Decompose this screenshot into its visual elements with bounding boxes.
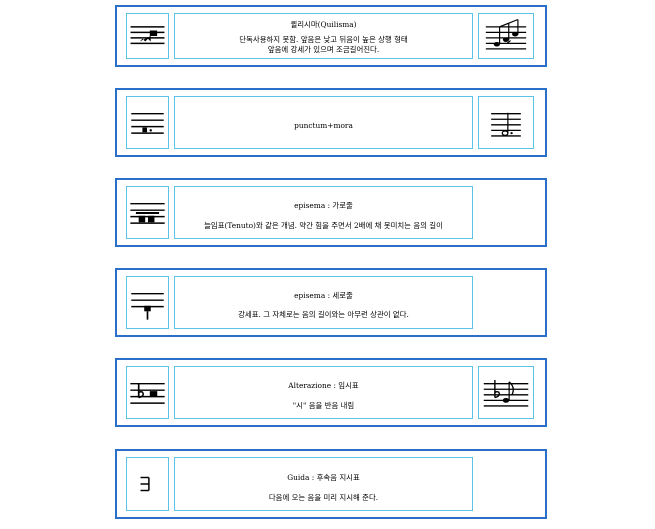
row-punctum-mora: punctum+mora bbox=[115, 88, 547, 157]
description-cell: episema : 세로줄 강세표. 그 자체로는 음의 길이와는 아무런 상관… bbox=[174, 276, 473, 329]
row-episema-vertical: episema : 세로줄 강세표. 그 자체로는 음의 길이와는 아무런 상관… bbox=[115, 268, 547, 337]
row-desc-line1: 늘임표(Tenuto)와 같은 개념. 약간 힘을 주면서 2배에 채 못미치는… bbox=[204, 221, 443, 230]
dotted-note-icon bbox=[491, 112, 521, 137]
left-icon-cell bbox=[126, 96, 169, 149]
horizontal-episema-neume-icon bbox=[130, 202, 165, 224]
row-alterazione: Alterazione : 임시표 "시" 음을 반음 내림 bbox=[115, 358, 547, 427]
row-desc-line1: 강세표. 그 자체로는 음의 길이와는 아무런 상관이 없다. bbox=[238, 310, 409, 319]
row-title: episema : 세로줄 bbox=[294, 291, 353, 300]
description-cell: 퀼리시마(Quilisma) 단독사용하지 못함. 앞음은 낮고 뒤음이 높은 … bbox=[174, 13, 473, 59]
right-icon-cell bbox=[478, 96, 534, 149]
vertical-episema-neume-icon bbox=[131, 292, 164, 320]
right-icon-cell bbox=[478, 13, 534, 59]
description-cell: episema : 가로줄 늘임표(Tenuto)와 같은 개념. 약간 힘을 … bbox=[174, 186, 473, 239]
row-guida: Guida : 후속음 지시표 다음에 오는 음을 미리 지시해 준다. bbox=[115, 449, 547, 519]
row-quilisma: 퀼리시마(Quilisma) 단독사용하지 못함. 앞음은 낮고 뒤음이 높은 … bbox=[115, 5, 547, 67]
flat-neume-icon bbox=[130, 382, 165, 404]
description-cell: punctum+mora bbox=[174, 96, 473, 149]
custos-guide-icon bbox=[140, 476, 150, 492]
row-desc-line1: 단독사용하지 못함. 앞음은 낮고 뒤음이 높은 상행 형태 bbox=[239, 35, 408, 44]
row-title: episema : 가로줄 bbox=[294, 201, 353, 210]
row-desc-line1: 다음에 오는 음을 미리 지시해 준다. bbox=[268, 493, 379, 502]
flat-note-icon bbox=[483, 379, 529, 407]
description-cell: Guida : 후속음 지시표 다음에 오는 음을 미리 지시해 준다. bbox=[174, 457, 473, 511]
left-icon-cell bbox=[126, 457, 169, 511]
row-title: Alterazione : 임시표 bbox=[288, 381, 359, 390]
punctum-mora-neume-icon bbox=[131, 112, 164, 134]
row-episema-horizontal: episema : 가로줄 늘임표(Tenuto)와 같은 개념. 약간 힘을 … bbox=[115, 178, 547, 247]
left-icon-cell bbox=[126, 13, 169, 59]
right-icon-cell bbox=[478, 366, 534, 419]
quilisma-modern-notes-icon bbox=[485, 18, 527, 50]
row-title: punctum+mora bbox=[294, 121, 353, 130]
quilisma-neume-icon bbox=[130, 26, 165, 45]
description-cell: Alterazione : 임시표 "시" 음을 반음 내림 bbox=[174, 366, 473, 419]
row-title: Guida : 후속음 지시표 bbox=[287, 473, 360, 482]
row-title: 퀼리시마(Quilisma) bbox=[290, 20, 357, 29]
row-desc-line1: "시" 음을 반음 내림 bbox=[292, 401, 355, 410]
row-desc-line2: 앞음에 강세가 있으며 조금길어진다. bbox=[267, 45, 380, 54]
left-icon-cell bbox=[126, 186, 169, 239]
left-icon-cell bbox=[126, 276, 169, 329]
left-icon-cell bbox=[126, 366, 169, 419]
